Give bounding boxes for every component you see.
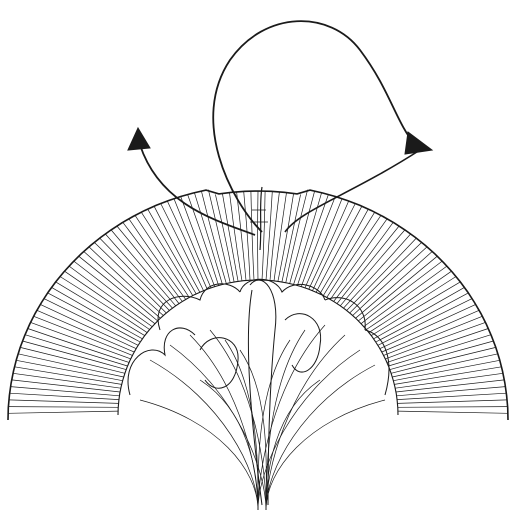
arrowhead-left bbox=[128, 128, 150, 150]
hatch-stroke bbox=[18, 354, 124, 377]
lobe-outline bbox=[128, 328, 195, 395]
fiber-line bbox=[266, 400, 385, 510]
hatch-stroke bbox=[384, 316, 483, 355]
hatch-stroke bbox=[129, 219, 186, 300]
hatch-stroke bbox=[9, 400, 119, 404]
hatch-stroke bbox=[174, 199, 211, 288]
hatch-stroke bbox=[334, 222, 394, 301]
hatch-stroke bbox=[393, 360, 499, 380]
hatch-stroke bbox=[251, 191, 254, 280]
fiber-line bbox=[140, 400, 258, 510]
lobe-outline bbox=[365, 330, 389, 395]
hatch-stroke bbox=[290, 191, 315, 283]
hatch-stroke bbox=[23, 341, 127, 370]
fanning-fibers bbox=[140, 325, 385, 510]
hatch-stroke bbox=[398, 411, 508, 413]
hatch-stroke bbox=[297, 195, 328, 286]
hatch-stroke bbox=[330, 219, 387, 300]
hatch-stroke bbox=[286, 190, 308, 283]
hatched-arch-band bbox=[8, 187, 508, 420]
hatch-stroke bbox=[262, 191, 265, 280]
hatch-stroke bbox=[387, 329, 488, 363]
hatch-stroke bbox=[392, 354, 498, 377]
hatch-stroke bbox=[56, 282, 145, 336]
lobe-outline bbox=[285, 314, 321, 372]
circulation-arrows bbox=[128, 21, 432, 235]
hatch-stroke bbox=[347, 238, 417, 310]
hatch-stroke bbox=[316, 206, 362, 292]
hatch-stroke bbox=[398, 407, 508, 408]
hatch-stroke bbox=[313, 204, 356, 291]
hatch-stroke bbox=[65, 271, 150, 329]
hatch-stroke bbox=[123, 222, 183, 301]
hatch-stroke bbox=[60, 277, 147, 333]
lobe-outline bbox=[325, 298, 365, 330]
lobe-outline bbox=[250, 280, 276, 505]
hatch-stroke bbox=[309, 201, 349, 289]
hatch-stroke bbox=[8, 411, 118, 413]
hatch-stroke bbox=[301, 197, 335, 287]
hatch-stroke bbox=[40, 304, 136, 348]
hatch-stroke bbox=[135, 215, 189, 297]
fiber-line bbox=[266, 335, 345, 510]
hatch-stroke bbox=[222, 193, 238, 281]
lobe-outline bbox=[200, 338, 238, 389]
fiber-line bbox=[190, 335, 258, 510]
hatch-stroke bbox=[369, 277, 456, 333]
hatch-stroke bbox=[208, 190, 230, 283]
hatch-stroke bbox=[16, 360, 122, 380]
hatch-stroke bbox=[371, 282, 460, 336]
loop-arrow-right bbox=[213, 21, 415, 232]
midline-seam bbox=[260, 187, 262, 250]
fiber-line bbox=[170, 345, 266, 510]
hatch-stroke bbox=[8, 407, 118, 408]
hatch-stroke bbox=[398, 400, 508, 404]
hatch-stroke bbox=[44, 299, 138, 346]
hatch-stroke bbox=[358, 256, 437, 321]
fiber-line bbox=[266, 365, 375, 510]
hatch-stroke bbox=[323, 212, 374, 295]
hatch-stroke bbox=[337, 226, 399, 304]
hatch-stroke bbox=[390, 341, 494, 370]
hatch-stroke bbox=[374, 287, 465, 338]
fiber-line bbox=[266, 380, 320, 510]
